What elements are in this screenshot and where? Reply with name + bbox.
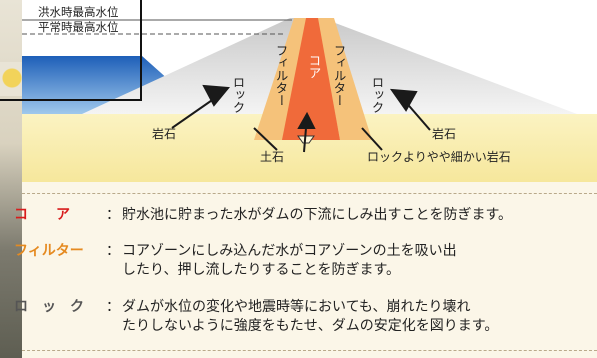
desc-line: したり、押し流したりすることを防ぎます。 [122, 262, 401, 278]
logo-fragment [0, 62, 22, 96]
arrow-rock-left [171, 95, 219, 129]
divider-bottom [22, 350, 597, 351]
core-zone [282, 18, 340, 140]
label-soil: 土石 [260, 150, 284, 164]
separator: ： [106, 243, 120, 259]
arrow-filter-right [361, 127, 383, 151]
term-filter: フィルター [14, 243, 84, 259]
frame-rule-vertical [140, 0, 142, 101]
desc-line: 貯水池に貯まった水がダムの下流にしみ出すことを防ぎます。 [122, 207, 513, 223]
zone-label-rock-right: ロック [370, 76, 385, 114]
separator: ： [106, 207, 120, 223]
normal-level-label: 平常時最高水位 [38, 20, 119, 34]
dam-diagram-panel: 洪水時最高水位 平常時最高水位 ロック フィルター コア フィルター ロック 岩… [22, 0, 597, 182]
term-core: コ ア [14, 207, 70, 223]
filter-zone-right [317, 18, 372, 140]
dam-cross-section: 洪水時最高水位 平常時最高水位 ロック フィルター コア フィルター ロック 岩… [22, 5, 597, 182]
zone-label-filter-left: フィルター [274, 44, 289, 107]
flood-level-label: 洪水時最高水位 [38, 5, 119, 19]
term-rock: ロ ッ ク [14, 299, 84, 315]
desc-filter: コアゾーンにしみ込んだ水がコアゾーンの土を吸い出 したり、押し流したりすることを… [122, 242, 592, 280]
arrowhead-rock-left [202, 84, 230, 107]
arrowhead-rock-right [389, 88, 418, 112]
desc-rock: ダムが水位の変化や地震時等においても、崩れたり壊れ たりしないように強度をもたせ… [122, 298, 592, 336]
zone-label-filter-right: フィルター [332, 44, 347, 107]
desc-line: コアゾーンにしみ込んだ水がコアゾーンの土を吸い出 [122, 243, 457, 259]
frame-rule-horizontal [0, 99, 142, 101]
desc-core: 貯水池に貯まった水がダムの下流にしみ出すことを防ぎます。 [122, 206, 592, 225]
divider-top [22, 193, 597, 194]
arrow-filter-left [253, 127, 278, 151]
separator: ： [106, 299, 120, 315]
label-finer-rock: ロックよりやや細かい岩石 [367, 149, 511, 164]
label-rock-left: 岩石 [152, 126, 176, 141]
leader-arrows [171, 84, 431, 153]
arrowhead-soil [297, 111, 316, 129]
zone-label-rock-left: ロック [231, 76, 246, 114]
zone-label-core: コア [307, 54, 322, 79]
explanation-panel [22, 182, 597, 358]
label-rock-right: 岩石 [432, 126, 456, 141]
desc-line: ダムが水位の変化や地震時等においても、崩れたり壊れ [122, 299, 471, 315]
arrow-soil [303, 127, 307, 153]
desc-line: たりしないように強度をもたせ、ダムの安定化を図ります。 [122, 318, 499, 334]
